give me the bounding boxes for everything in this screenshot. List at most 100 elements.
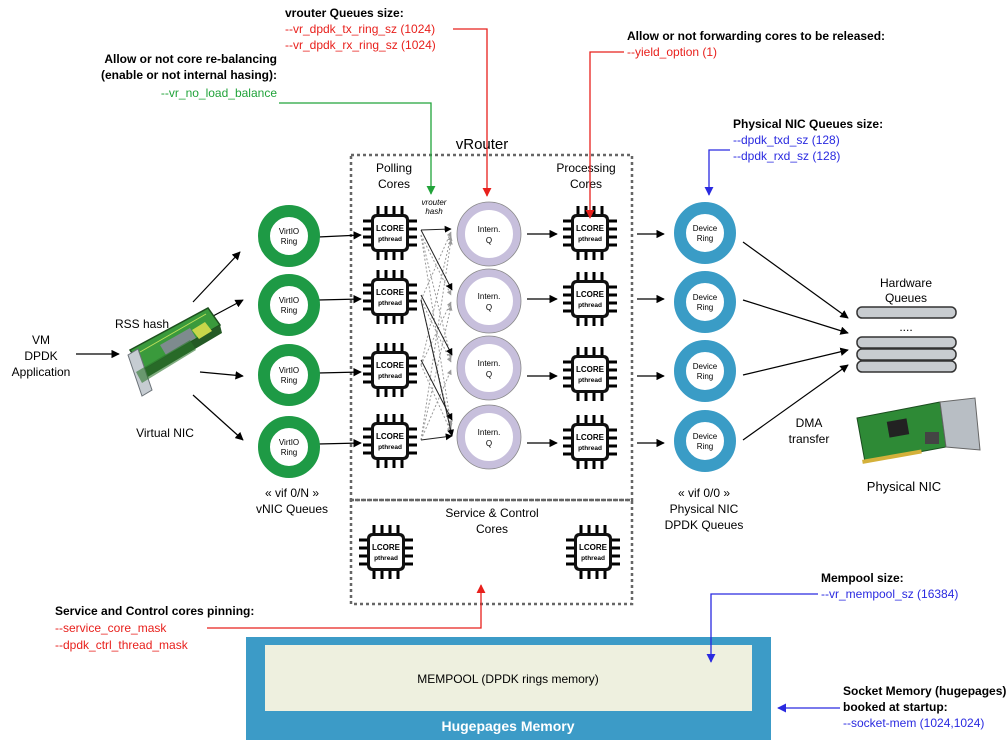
svg-text:Device: Device bbox=[693, 224, 718, 233]
virtual-nic-card bbox=[127, 307, 222, 397]
svg-text:LCORE: LCORE bbox=[376, 224, 405, 233]
svg-text:Ring: Ring bbox=[281, 376, 297, 385]
socket-mem-option: --socket-mem (1024,1024) bbox=[843, 716, 984, 730]
service-pinning-title: Service and Control cores pinning: bbox=[55, 604, 254, 618]
polling-cores-label-1: Polling bbox=[376, 161, 412, 175]
mempool-block bbox=[265, 645, 752, 711]
vif-00-label-2: Physical NIC bbox=[670, 502, 739, 516]
intern-queue-ring: Intern. Q bbox=[456, 335, 522, 401]
vm-label-3: Application bbox=[12, 365, 71, 379]
intern-queue-ring: Intern.Q bbox=[456, 201, 522, 267]
svg-text:pthread: pthread bbox=[378, 373, 402, 380]
intern-queues: Intern.Q Intern.Q Intern.Q Intern.Q bbox=[456, 201, 522, 470]
yield-option: --yield_option (1) bbox=[627, 45, 717, 59]
vm-label-1: VM bbox=[32, 333, 50, 347]
vif-0n-label-1: « vif 0/N » bbox=[265, 486, 319, 500]
hardware-queues-dots: .... bbox=[899, 320, 912, 334]
svg-text:Device: Device bbox=[693, 432, 718, 441]
svg-text:LCORE: LCORE bbox=[576, 290, 605, 299]
svg-text:pthread: pthread bbox=[578, 445, 602, 452]
svg-text:pthread: pthread bbox=[581, 555, 605, 562]
svg-text:Ring: Ring bbox=[281, 237, 297, 246]
service-core-mask: --service_core_mask bbox=[55, 621, 167, 635]
svg-text:pthread: pthread bbox=[578, 377, 602, 384]
yield-arrow bbox=[585, 51, 624, 219]
hardware-queues-label-2: Queues bbox=[885, 291, 927, 305]
physical-nic-card bbox=[856, 397, 981, 464]
dma-label-1: DMA bbox=[796, 416, 823, 430]
tx-ring-size: --vr_dpdk_tx_ring_sz (1024) bbox=[285, 22, 435, 36]
intern-queue-ring: Intern. Q bbox=[456, 268, 522, 334]
no-load-balance-option: --vr_no_load_balance bbox=[161, 86, 277, 100]
svg-text:Ring: Ring bbox=[697, 234, 713, 243]
physical-nic-label: Physical NIC bbox=[867, 479, 941, 494]
svg-text:Device: Device bbox=[693, 362, 718, 371]
svg-text:Q: Q bbox=[486, 303, 492, 312]
lcore-chip: LCORE pthread bbox=[363, 206, 417, 260]
svg-text:VirtIO: VirtIO bbox=[279, 227, 299, 236]
vif-00-label-1: « vif 0/0 » bbox=[678, 486, 730, 500]
rx-ring-size: --vr_dpdk_rx_ring_sz (1024) bbox=[285, 38, 436, 52]
lcore-chip: LCORE pthread bbox=[566, 525, 620, 579]
service-pinning-arrow bbox=[207, 584, 486, 629]
svg-text:VirtIO: VirtIO bbox=[279, 366, 299, 375]
ctrl-thread-mask: --dpdk_ctrl_thread_mask bbox=[55, 638, 189, 652]
svg-text:pthread: pthread bbox=[378, 444, 402, 451]
vrouter-title: vRouter bbox=[456, 136, 509, 153]
svg-text:Ring: Ring bbox=[281, 306, 297, 315]
rss-hash-label: RSS hash bbox=[115, 317, 169, 331]
svg-text:Intern.: Intern. bbox=[478, 292, 501, 301]
mempool-size-arrow bbox=[706, 593, 818, 663]
svg-text:Intern.: Intern. bbox=[478, 225, 501, 234]
socket-mem-title-1: Socket Memory (hugepages) bbox=[843, 684, 1006, 698]
svg-text:Ring: Ring bbox=[281, 448, 297, 457]
vrouter-queues-title: vrouter Queues size: bbox=[285, 6, 404, 20]
lcore-chip: LCORE pthread bbox=[363, 343, 417, 397]
vrouter-hash-label-2: hash bbox=[425, 207, 443, 216]
rebalance-title-1: Allow or not core re-balancing bbox=[104, 52, 277, 66]
svg-text:Intern.: Intern. bbox=[478, 359, 501, 368]
svg-text:pthread: pthread bbox=[378, 236, 402, 243]
svg-text:Q: Q bbox=[486, 370, 492, 379]
rxd-size: --dpdk_rxd_sz (128) bbox=[733, 149, 840, 163]
svg-text:LCORE: LCORE bbox=[579, 543, 608, 552]
svg-text:LCORE: LCORE bbox=[576, 433, 605, 442]
svg-text:Device: Device bbox=[693, 293, 718, 302]
hash-main-lines bbox=[420, 225, 455, 441]
svg-text:Intern.: Intern. bbox=[478, 428, 501, 437]
svg-text:LCORE: LCORE bbox=[576, 224, 605, 233]
svg-text:Ring: Ring bbox=[697, 372, 713, 381]
svg-text:VirtIO: VirtIO bbox=[279, 296, 299, 305]
service-control-label-2: Cores bbox=[476, 522, 508, 536]
vm-label-2: DPDK bbox=[24, 349, 57, 363]
svg-text:LCORE: LCORE bbox=[376, 361, 405, 370]
dma-label-2: transfer bbox=[789, 432, 830, 446]
vif-00-label-3: DPDK Queues bbox=[665, 518, 744, 532]
intern-queue-ring: Intern. Q bbox=[456, 404, 522, 470]
svg-text:VirtIO: VirtIO bbox=[279, 438, 299, 447]
physical-queues-title: Physical NIC Queues size: bbox=[733, 117, 883, 131]
service-control-label-1: Service & Control bbox=[445, 506, 538, 520]
mempool-size-title: Mempool size: bbox=[821, 571, 904, 585]
svg-text:Q: Q bbox=[486, 439, 492, 448]
processing-cores-label-2: Cores bbox=[570, 177, 602, 191]
hardware-queues bbox=[856, 306, 957, 373]
queues-size-arrow bbox=[453, 28, 492, 197]
